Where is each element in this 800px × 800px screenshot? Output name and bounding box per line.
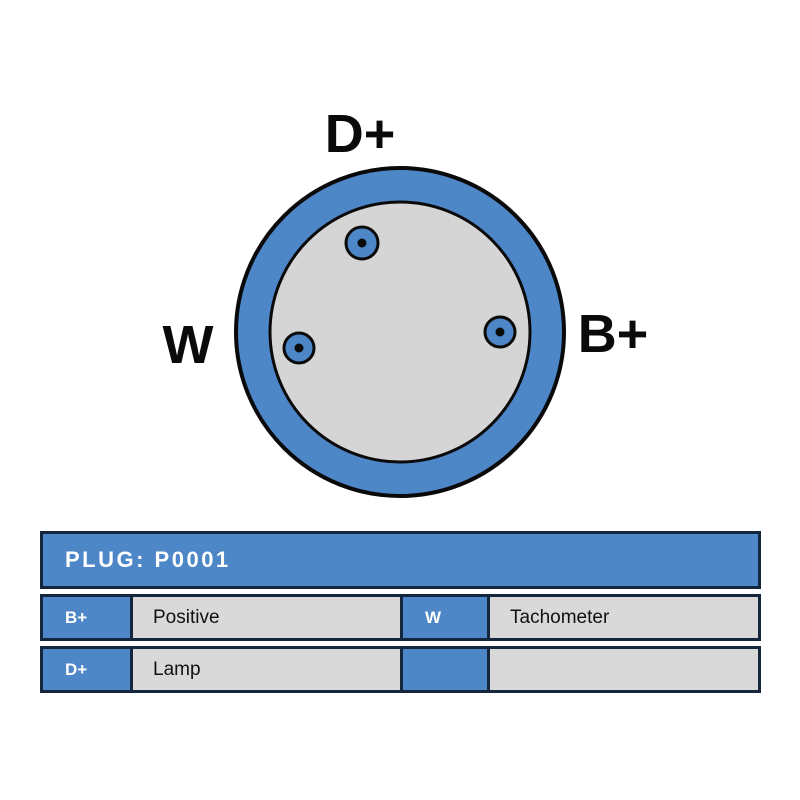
desc-cell-positive: Positive: [130, 597, 400, 638]
pin-w-center-dot: [294, 343, 304, 353]
connector-diagram: D+ W B+: [163, 104, 649, 498]
pin-cell-empty: [400, 649, 487, 690]
connector-face: [268, 200, 532, 464]
table-row: D+ Lamp: [40, 646, 761, 693]
pin-d-plus: [344, 225, 380, 261]
pin-cell-d-plus: D+: [43, 649, 130, 690]
label-d-plus: D+: [325, 104, 396, 164]
plug-table-header: PLUG: P0001: [40, 531, 761, 589]
desc-cell-lamp: Lamp: [130, 649, 400, 690]
plug-table: PLUG: P0001 B+ Positive W Tachometer D+ …: [40, 531, 761, 693]
table-row: B+ Positive W Tachometer: [40, 594, 761, 641]
plug-table-title: PLUG: P0001: [65, 547, 231, 572]
pin-b-plus: [483, 315, 517, 349]
label-w: W: [163, 315, 214, 375]
pin-cell-b-plus: B+: [43, 597, 130, 638]
pin-cell-w: W: [400, 597, 487, 638]
desc-cell-empty: [487, 649, 758, 690]
pin-b-plus-center-dot: [495, 327, 505, 337]
label-b-plus: B+: [578, 304, 649, 364]
desc-cell-tachometer: Tachometer: [487, 597, 758, 638]
pin-d-plus-center-dot: [357, 238, 367, 248]
pin-w: [282, 331, 316, 365]
